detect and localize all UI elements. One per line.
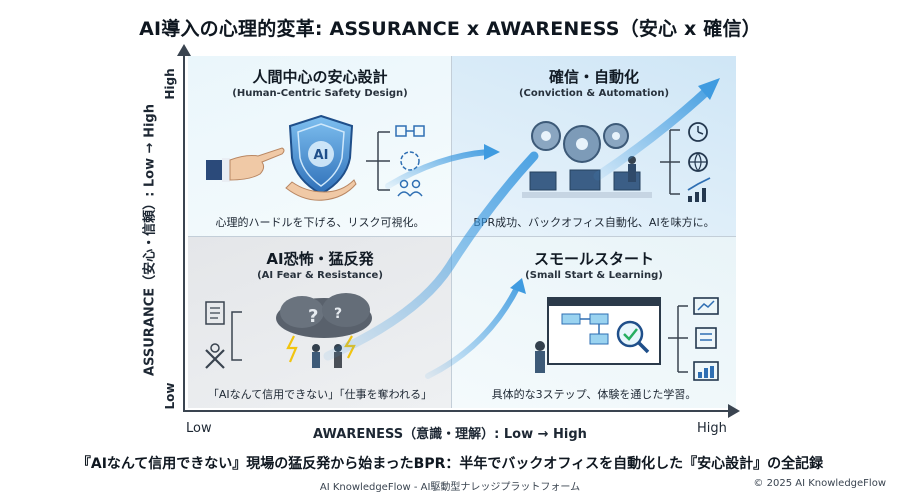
page-title: AI導入の心理的変革: ASSURANCE x AWARENESS（安心 x 確… <box>139 18 761 40</box>
quadrant-ai-fear-resistance: AI恐怖・猛反発 (AI Fear & Resistance) ? ? 「AIな… <box>188 236 452 408</box>
quadrant-title: スモールスタート <box>533 250 654 268</box>
lightning-icon <box>286 335 298 363</box>
copyright-notice: © 2025 AI KnowledgeFlow <box>753 478 886 489</box>
magnifier-check-icon <box>616 320 650 354</box>
broken-robot-icon <box>205 343 225 369</box>
x-axis-label: AWARENESS（意識・理解）: Low → High <box>313 427 587 442</box>
y-axis-arrowhead <box>177 44 191 56</box>
storm-cloud-icon: ? ? <box>276 293 372 368</box>
quadrant-caption: 「AIなんて信用できない」「仕事を奪われる」 <box>207 388 433 401</box>
flowchart-icon <box>395 125 425 137</box>
quadrant-subtitle: (AI Fear & Resistance) <box>257 270 383 281</box>
lightning-icon <box>344 335 356 359</box>
presenter-icon <box>535 341 545 373</box>
x-axis-low-label: Low <box>186 421 212 436</box>
quadrant-subtitle: (Conviction & Automation) <box>518 88 670 99</box>
quadrant-divider-horizontal <box>188 236 736 237</box>
team-icon <box>397 179 423 197</box>
checklist-icon <box>695 327 717 349</box>
quadrant-caption: 具体的な3ステップ、体験を通じた学習。 <box>491 388 697 401</box>
y-axis-low-label: Low <box>163 382 177 410</box>
quadrant-divider-vertical <box>451 56 452 408</box>
growth-chart-icon <box>687 177 711 202</box>
quadrant-caption: 心理的ハードルを下げる、リスク可視化。 <box>215 216 425 229</box>
quadrant-subtitle: (Small Start & Learning) <box>525 270 663 281</box>
quadrant-title: 確信・自動化 <box>548 68 639 86</box>
result-icons <box>660 122 711 202</box>
question-mark-icon: ? <box>308 306 318 327</box>
open-hand-icon <box>285 179 357 201</box>
quadrant-subtitle: (Human-Centric Safety Design) <box>232 88 408 99</box>
y-axis-line <box>183 52 185 412</box>
fear-icons <box>205 301 242 369</box>
quadrant-caption: BPR成功、バックオフィス自動化、AIを味方に。 <box>473 216 715 229</box>
footer-brand: AI KnowledgeFlow - AI駆動型ナレッジプラットフォーム <box>319 482 581 493</box>
quadrant-small-start: スモールスタート (Small Start & Learning) <box>452 236 736 408</box>
shield-text: AI <box>314 148 329 163</box>
process-icons <box>366 125 425 197</box>
gears-icon <box>531 121 629 163</box>
x-axis-high-label: High <box>697 421 727 436</box>
laptop-chart-icon <box>693 297 719 315</box>
question-mark-icon: ? <box>334 306 342 322</box>
x-axis-arrowhead <box>728 404 740 418</box>
stopwatch-icon <box>688 122 708 142</box>
cycle-icon <box>400 151 420 171</box>
document-icon <box>205 301 225 325</box>
automation-scene <box>522 121 652 198</box>
worker-icon <box>628 156 636 182</box>
worried-people-icon <box>312 344 342 368</box>
presentation-screen-icon <box>535 297 661 373</box>
x-axis-line <box>183 410 731 412</box>
quadrant-title: AI恐怖・猛反発 <box>266 250 374 268</box>
bar-chart-icon <box>693 361 719 381</box>
y-axis-label: ASSURANCE（安心・信頼）: Low → High <box>142 104 158 376</box>
pointing-hand-icon <box>206 147 285 182</box>
quadrant-conviction-automation: 確信・自動化 (Conviction & Automation) <box>452 56 736 236</box>
y-axis-high-label: High <box>163 68 177 100</box>
quadrant-title: 人間中心の安心設計 <box>252 68 388 86</box>
quadrant-human-centric-safety: 人間中心の安心設計 (Human-Centric Safety Design) … <box>188 56 452 236</box>
page-subtitle: 『AIなんて信用できない』現場の猛反発から始まったBPR：半年でバックオフィスを… <box>76 456 824 472</box>
globe-gear-icon <box>688 152 708 173</box>
learning-icons <box>668 297 719 381</box>
